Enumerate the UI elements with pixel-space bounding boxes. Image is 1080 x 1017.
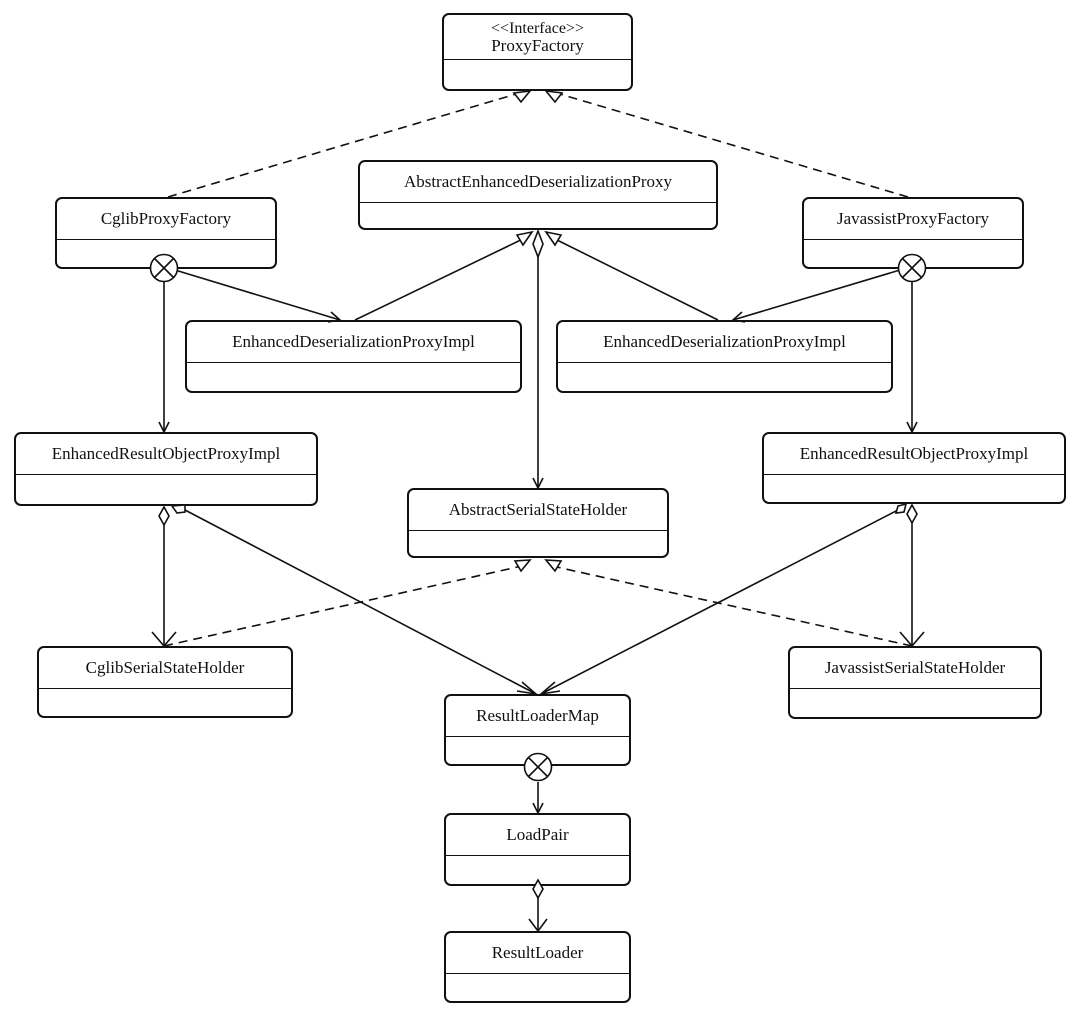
arrowhead-icon bbox=[532, 802, 544, 815]
class-name: ProxyFactory bbox=[491, 36, 584, 55]
class-name-compartment: ResultLoaderMap bbox=[446, 696, 629, 737]
aggregation-edge-eropi-right-to-resultloadermap bbox=[540, 509, 899, 695]
arrowhead-icon bbox=[151, 631, 177, 648]
class-enhanced-result-object-proxy-impl-right: EnhancedResultObjectProxyImpl bbox=[762, 432, 1066, 504]
class-cglib-serial-state-holder: CglibSerialStateHolder bbox=[37, 646, 293, 718]
arrowhead-icon bbox=[906, 421, 918, 434]
class-abstract-serial-state-holder: AbstractSerialStateHolder bbox=[407, 488, 669, 558]
class-name-compartment: EnhancedDeserializationProxyImpl bbox=[187, 322, 520, 363]
arrowhead-icon bbox=[528, 918, 548, 933]
class-name-compartment: JavassistSerialStateHolder bbox=[790, 648, 1040, 689]
arrowhead-icon bbox=[899, 631, 925, 648]
class-name: AbstractEnhancedDeserializationProxy bbox=[403, 172, 673, 191]
aggregation-diamond-icon bbox=[170, 504, 186, 514]
cross-circle-icon bbox=[149, 253, 179, 283]
aggregation-diamond-icon bbox=[532, 228, 544, 260]
class-name-compartment: AbstractSerialStateHolder bbox=[409, 490, 667, 531]
inheritance-edge-javassist-state-to-asth bbox=[551, 565, 913, 647]
aggregation-diamond-icon bbox=[158, 505, 170, 527]
aggregation-diamond-icon bbox=[532, 878, 544, 900]
class-enhanced-deserialization-proxy-impl-left: EnhancedDeserializationProxyImpl bbox=[185, 320, 522, 393]
hollow-triangle-icon bbox=[512, 89, 532, 104]
class-name: ResultLoader bbox=[491, 943, 584, 962]
hollow-triangle-icon bbox=[544, 559, 563, 573]
class-enhanced-deserialization-proxy-impl-right: EnhancedDeserializationProxyImpl bbox=[556, 320, 893, 393]
interface-stereotype: <<Interface>> bbox=[491, 20, 584, 37]
class-name-compartment: AbstractEnhancedDeserializationProxy bbox=[360, 162, 716, 203]
class-name-compartment: LoadPair bbox=[446, 815, 629, 856]
aggregation-diamond-icon bbox=[906, 503, 918, 525]
class-name-compartment: EnhancedResultObjectProxyImpl bbox=[16, 434, 316, 475]
class-name-compartment: EnhancedResultObjectProxyImpl bbox=[764, 434, 1064, 475]
class-name: EnhancedDeserializationProxyImpl bbox=[232, 332, 475, 351]
creates-edge-javassist-to-edpi bbox=[732, 269, 901, 321]
class-name: EnhancedResultObjectProxyImpl bbox=[51, 444, 281, 463]
class-name: LoadPair bbox=[506, 825, 569, 844]
aggregation-diamond-icon bbox=[894, 502, 908, 514]
hollow-triangle-icon bbox=[513, 559, 532, 573]
class-abstract-enhanced-deserialization-proxy: AbstractEnhancedDeserializationProxy bbox=[358, 160, 718, 230]
class-name: JavassistSerialStateHolder bbox=[824, 658, 1006, 677]
class-name: EnhancedDeserializationProxyImpl bbox=[603, 332, 846, 351]
arrowhead-icon bbox=[532, 477, 544, 490]
class-name: CglibSerialStateHolder bbox=[85, 658, 245, 677]
creates-edge-cglib-to-edpi bbox=[174, 269, 341, 321]
inheritance-edge-cglib-state-to-asth bbox=[163, 565, 523, 647]
class-name: CglibProxyFactory bbox=[100, 209, 232, 228]
hollow-triangle-icon bbox=[515, 230, 534, 247]
class-name-compartment: CglibSerialStateHolder bbox=[39, 648, 291, 689]
class-javassist-serial-state-holder: JavassistSerialStateHolder bbox=[788, 646, 1042, 719]
class-name: JavassistProxyFactory bbox=[836, 209, 990, 228]
cross-circle-icon bbox=[897, 253, 927, 283]
class-proxy-factory: <<Interface>> ProxyFactory bbox=[442, 13, 633, 91]
arrowhead-icon bbox=[327, 311, 342, 323]
class-name-compartment: ResultLoader bbox=[446, 933, 629, 974]
realization-edge-cglib-to-proxyfactory bbox=[167, 91, 524, 198]
class-name-compartment: CglibProxyFactory bbox=[57, 199, 275, 240]
arrowhead-icon bbox=[731, 311, 746, 323]
class-name: EnhancedResultObjectProxyImpl bbox=[799, 444, 1029, 463]
class-name-compartment: EnhancedDeserializationProxyImpl bbox=[558, 322, 891, 363]
class-result-loader: ResultLoader bbox=[444, 931, 631, 1003]
arrowhead-icon bbox=[516, 681, 539, 696]
hollow-triangle-icon bbox=[544, 89, 564, 104]
class-load-pair: LoadPair bbox=[444, 813, 631, 886]
class-name: ResultLoaderMap bbox=[476, 706, 599, 725]
inheritance-edge-edpi-right bbox=[550, 236, 719, 321]
class-name-compartment: JavassistProxyFactory bbox=[804, 199, 1022, 240]
class-name-compartment: <<Interface>> ProxyFactory bbox=[444, 15, 631, 60]
inheritance-edge-edpi-left bbox=[354, 236, 528, 321]
arrowhead-icon bbox=[158, 421, 170, 434]
cross-circle-icon bbox=[523, 752, 553, 782]
hollow-triangle-icon bbox=[544, 230, 563, 247]
class-name: AbstractSerialStateHolder bbox=[448, 500, 628, 519]
arrowhead-icon bbox=[538, 681, 561, 696]
realization-edge-javassist-to-proxyfactory bbox=[552, 91, 909, 198]
class-enhanced-result-object-proxy-impl-left: EnhancedResultObjectProxyImpl bbox=[14, 432, 318, 506]
